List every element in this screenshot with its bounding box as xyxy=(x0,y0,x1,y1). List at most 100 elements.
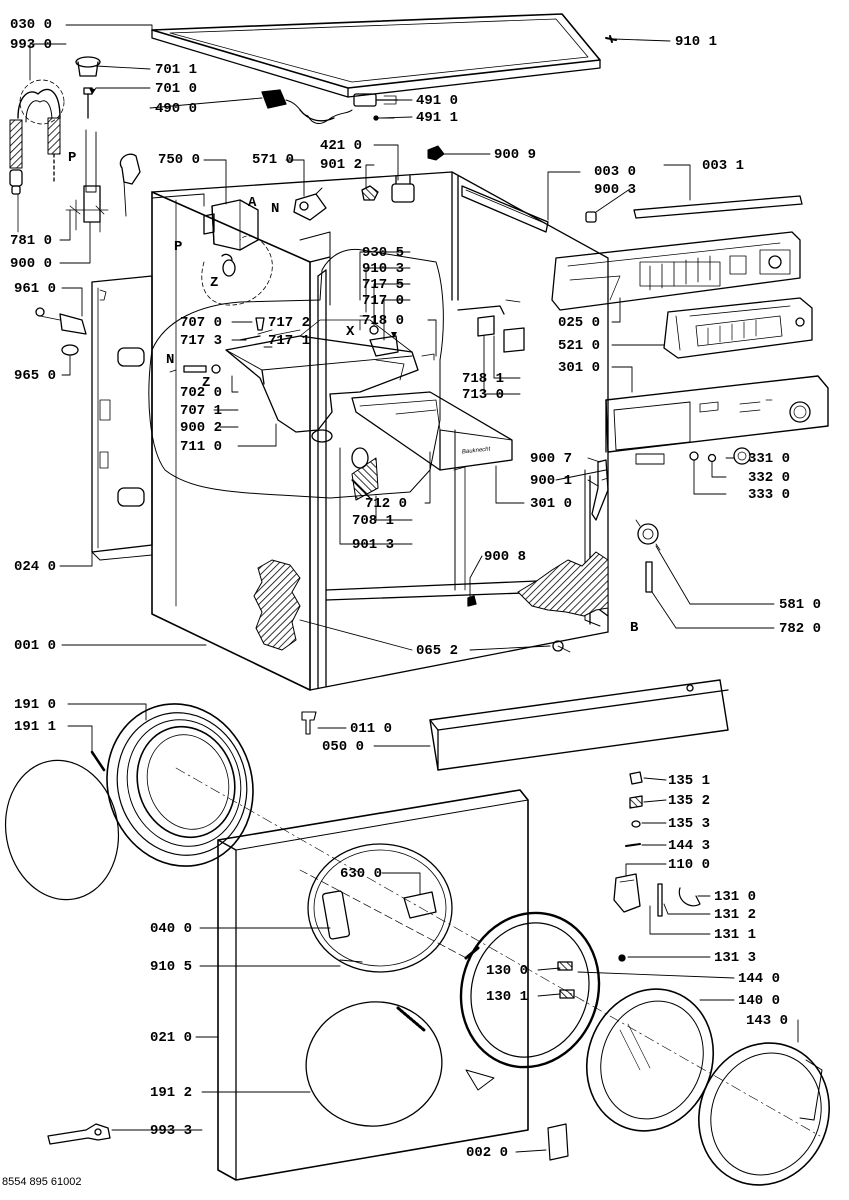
screw-910-1 xyxy=(605,35,617,43)
callout-900-2: 900 2 xyxy=(180,420,223,436)
callout-993-3: 993 3 xyxy=(150,1123,193,1139)
callout-301-0-lower: 301 0 xyxy=(530,496,573,512)
callout-040-0: 040 0 xyxy=(150,921,193,937)
pressure-switch-module xyxy=(201,199,273,306)
inner-clamp xyxy=(305,1001,443,1127)
callout-718-0: 718 0 xyxy=(362,313,405,329)
callout-191-0: 191 0 xyxy=(14,697,57,713)
callout-331-0: 331 0 xyxy=(748,451,791,467)
feet-parts xyxy=(35,307,87,356)
callout-717-2: 717 2 xyxy=(268,315,311,331)
callout-333-0: 333 0 xyxy=(748,487,791,503)
callout-131-0: 131 0 xyxy=(714,889,757,905)
callout-140-0: 140 0 xyxy=(738,993,781,1009)
valve-parts xyxy=(169,315,435,374)
callout-910-1: 910 1 xyxy=(675,34,718,50)
marker-b: B xyxy=(630,620,639,636)
callout-135-3: 135 3 xyxy=(668,816,711,832)
callout-490-0: 490 0 xyxy=(155,101,198,117)
callout-191-1: 191 1 xyxy=(14,719,57,735)
valve-assembly xyxy=(65,56,141,233)
bracket-718 xyxy=(457,299,525,353)
callout-110-0: 110 0 xyxy=(668,857,711,873)
callout-782-0: 782 0 xyxy=(779,621,822,637)
thermostat-421 xyxy=(361,175,415,203)
door-glass xyxy=(585,988,715,1132)
dispenser-housing xyxy=(225,319,419,443)
callout-050-0: 050 0 xyxy=(322,739,365,755)
clip-900-8 xyxy=(467,595,477,607)
front-strip-003-0 xyxy=(461,185,597,233)
callout-930-5: 930 5 xyxy=(362,245,405,261)
callout-131-3: 131 3 xyxy=(714,950,757,966)
callout-135-2: 135 2 xyxy=(668,793,711,809)
callout-130-1: 130 1 xyxy=(486,989,529,1005)
callout-900-8: 900 8 xyxy=(484,549,527,565)
document-number: 8554 895 61002 xyxy=(2,1176,82,1188)
callout-901-2: 901 2 xyxy=(320,157,363,173)
callout-521-0: 521 0 xyxy=(558,338,601,354)
front-panel xyxy=(217,789,529,1181)
door-lock-571 xyxy=(293,187,327,221)
callout-900-3: 900 3 xyxy=(594,182,637,198)
callout-900-7: 900 7 xyxy=(530,451,573,467)
callout-065-2: 065 2 xyxy=(416,643,459,659)
callout-707-1: 707 1 xyxy=(180,403,223,419)
callout-701-0: 701 0 xyxy=(155,81,198,97)
callout-717-3: 717 3 xyxy=(180,333,223,349)
callout-421-0: 421 0 xyxy=(320,138,363,154)
door-gasket xyxy=(90,703,254,867)
callout-024-0: 024 0 xyxy=(14,559,57,575)
detergent-drawer xyxy=(351,391,513,471)
kickplate xyxy=(429,679,729,771)
callout-011-0: 011 0 xyxy=(350,721,393,737)
gasket-clamp xyxy=(4,759,120,901)
callout-965-0: 965 0 xyxy=(14,368,57,384)
callout-717-5: 717 5 xyxy=(362,277,405,293)
callout-900-9: 900 9 xyxy=(494,147,537,163)
bolt-065-2 xyxy=(552,640,564,652)
marker-z-upper: Z xyxy=(210,275,219,291)
callout-581-0: 581 0 xyxy=(779,597,822,613)
tool-993-3 xyxy=(47,1123,111,1145)
marker-n-lower: N xyxy=(166,352,175,368)
callout-021-0: 021 0 xyxy=(150,1030,193,1046)
marker-a: A xyxy=(248,195,257,211)
small-hardware xyxy=(625,771,643,847)
callout-900-0: 900 0 xyxy=(10,256,53,272)
callout-144-0: 144 0 xyxy=(738,971,781,987)
clip-900-9 xyxy=(427,145,445,161)
leader-lines xyxy=(29,24,799,1153)
callout-491-1: 491 1 xyxy=(416,110,459,126)
callout-144-3: 144 3 xyxy=(668,838,711,854)
clips-900 xyxy=(591,459,609,521)
callout-993-0: 993 0 xyxy=(10,37,53,53)
bellows-hose xyxy=(351,447,379,501)
leader-arrows xyxy=(89,88,397,338)
callout-961-0: 961 0 xyxy=(14,281,57,297)
cover-002 xyxy=(547,1123,569,1161)
callout-003-1: 003 1 xyxy=(702,158,745,174)
insulation-pad-left xyxy=(253,559,301,651)
callout-030-0: 030 0 xyxy=(10,17,53,33)
callout-491-0: 491 0 xyxy=(416,93,459,109)
callout-901-3: 901 3 xyxy=(352,537,395,553)
callout-701-1: 701 1 xyxy=(155,62,198,78)
callout-702-0: 702 0 xyxy=(180,385,223,401)
knobs xyxy=(635,447,751,465)
callout-135-1: 135 1 xyxy=(668,773,711,789)
mains-cable xyxy=(261,89,399,124)
callout-630-0: 630 0 xyxy=(340,866,383,882)
callout-708-1: 708 1 xyxy=(352,513,395,529)
control-board-521 xyxy=(663,297,813,359)
inlet-hose xyxy=(9,79,65,233)
marker-n-upper: N xyxy=(271,201,280,217)
callout-571-0: 571 0 xyxy=(252,152,295,168)
back-panel xyxy=(91,275,153,561)
callout-332-0: 332 0 xyxy=(748,470,791,486)
callout-130-0: 130 0 xyxy=(486,963,529,979)
callout-025-0: 025 0 xyxy=(558,315,601,331)
callout-001-0: 001 0 xyxy=(14,638,57,654)
callout-713-0: 713 0 xyxy=(462,387,505,403)
